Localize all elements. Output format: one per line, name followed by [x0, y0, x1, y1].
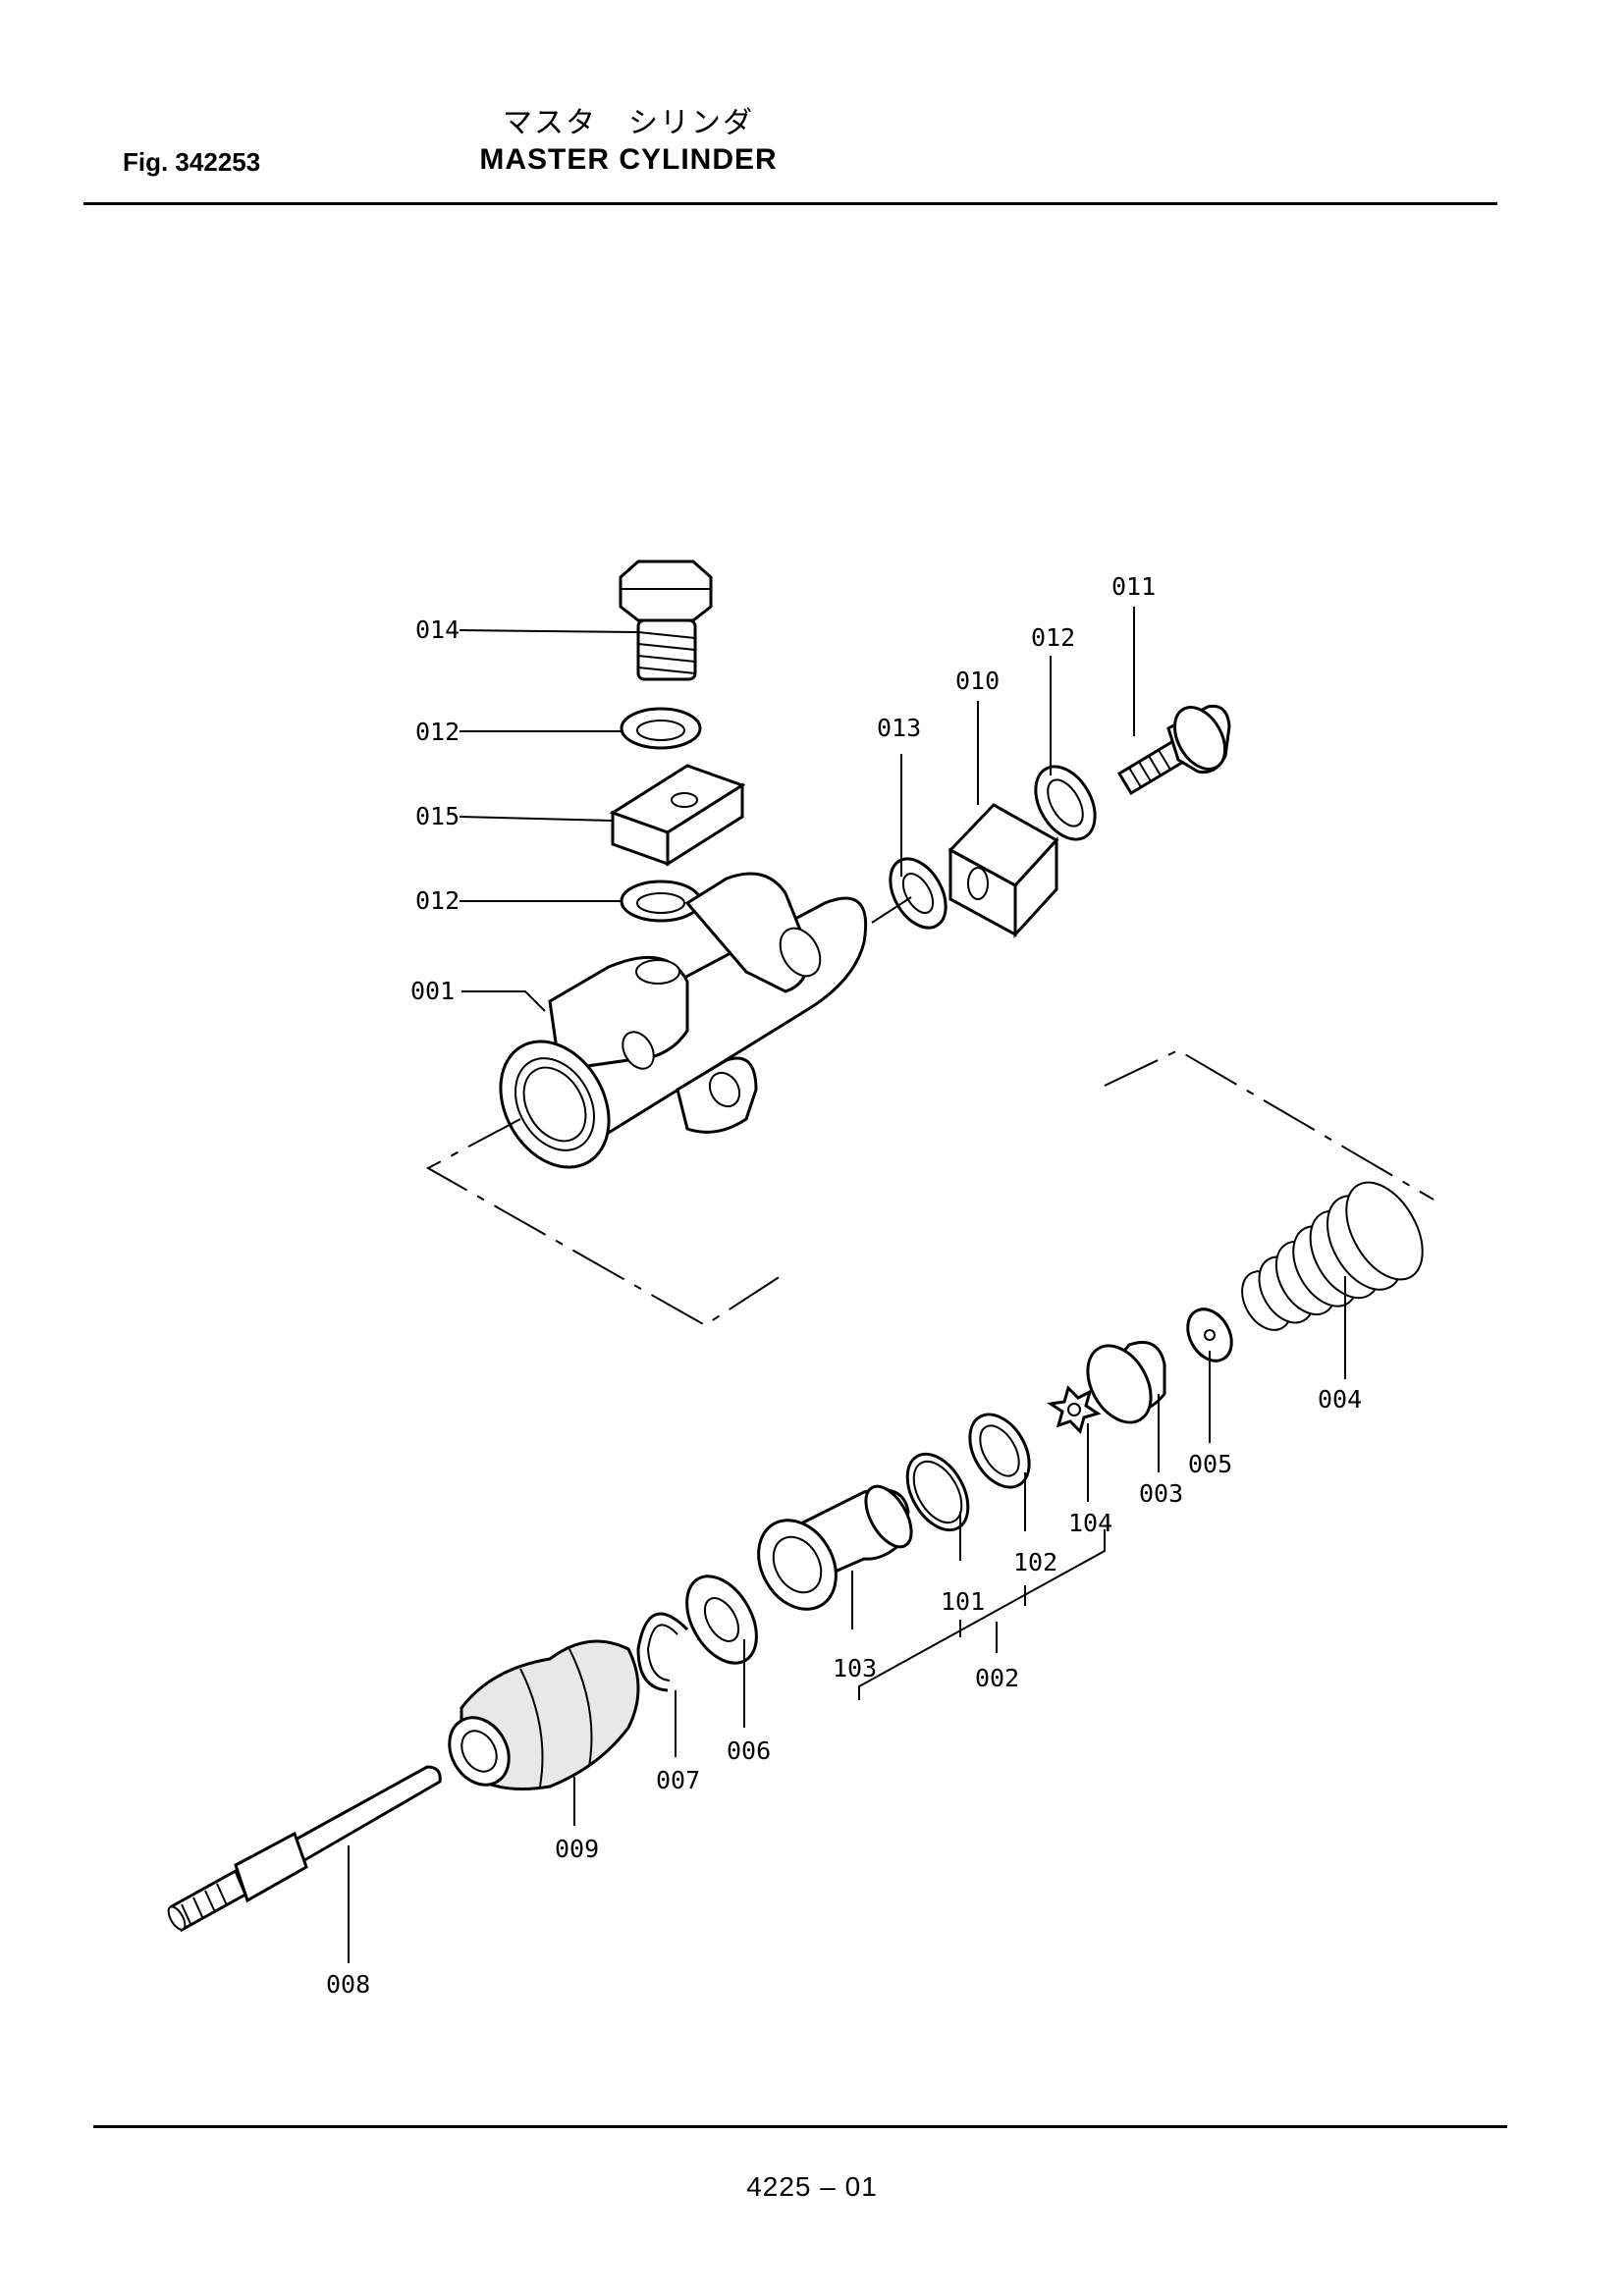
part-101-ring	[905, 1452, 970, 1532]
part-011-hollow-bolt	[1116, 704, 1231, 796]
part-014-bolt	[619, 560, 713, 681]
part-104-star-washer	[1046, 1385, 1102, 1434]
part-005-retainer	[1186, 1308, 1233, 1362]
callout-102: 102	[1013, 1548, 1057, 1576]
part-008-push-rod	[167, 1765, 442, 1933]
header-rule	[83, 202, 1497, 205]
leader-lines	[348, 607, 1346, 1963]
part-004-spring	[1241, 1181, 1424, 1331]
part-009-boot	[448, 1639, 640, 1790]
callout-002: 002	[975, 1664, 1019, 1692]
part-013-seal	[889, 857, 947, 930]
callout-009: 009	[555, 1835, 599, 1863]
page-code: 4225 – 01	[746, 2171, 878, 2202]
callout-003: 003	[1139, 1479, 1183, 1508]
part-102-cup	[968, 1413, 1031, 1489]
assembly-guides	[425, 896, 1435, 1327]
title-english: MASTER CYLINDER	[479, 143, 778, 176]
part-003-piston-cup	[1086, 1341, 1166, 1424]
callout-104: 104	[1068, 1509, 1112, 1537]
callout-008: 008	[326, 1970, 370, 1999]
callout-013: 013	[877, 714, 921, 742]
callout-101: 101	[941, 1587, 985, 1616]
part-010-block	[947, 803, 1059, 938]
footer-rule	[93, 2125, 1507, 2128]
part-001-cylinder-body	[499, 872, 868, 1169]
part-012-washer-right	[1034, 765, 1097, 841]
callout-006: 006	[727, 1736, 771, 1765]
callout-012: 012	[415, 886, 460, 915]
callout-005: 005	[1188, 1450, 1232, 1478]
callout-labels: 014 012 015 012 001 013 010 012 011 004 …	[326, 572, 1362, 1999]
callout-004: 004	[1318, 1385, 1362, 1414]
callout-014: 014	[415, 615, 460, 644]
part-103-piston	[757, 1484, 913, 1611]
callout-012: 012	[1031, 623, 1075, 652]
title-japanese: マスタ シリンダ	[503, 106, 754, 140]
figure-number: Fig. 342253	[123, 147, 261, 177]
callout-012: 012	[415, 718, 460, 746]
part-006-washer	[685, 1575, 758, 1665]
callout-010: 010	[955, 667, 1000, 695]
part-012-washer-top	[620, 707, 702, 750]
part-007-snap-ring	[636, 1612, 689, 1692]
callout-001: 001	[410, 977, 455, 1005]
part-015-block	[609, 764, 746, 867]
callout-011: 011	[1111, 572, 1156, 601]
callout-007: 007	[656, 1766, 700, 1794]
callout-015: 015	[415, 802, 460, 830]
callout-103: 103	[833, 1654, 877, 1682]
